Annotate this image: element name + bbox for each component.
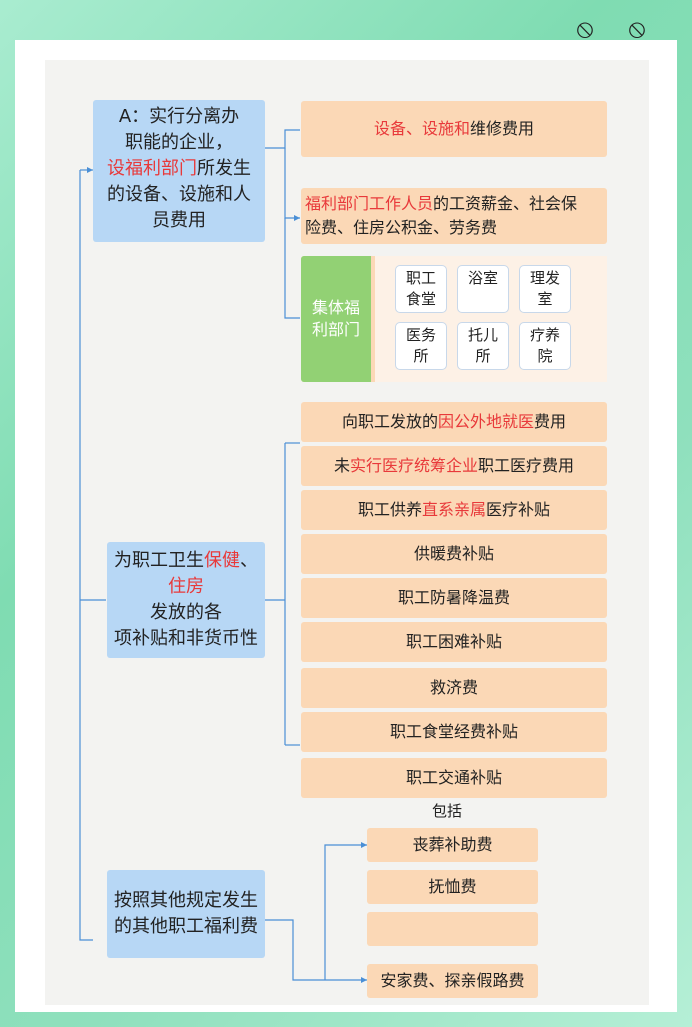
item-text: 的工资薪金、社会保 (433, 194, 578, 213)
item-blank (367, 912, 538, 946)
item-text: 费用 (534, 412, 567, 431)
item-equipment-fee: 设备、设施和维修费用 (301, 101, 607, 157)
highlight-text: 因公外地就医 (437, 412, 534, 431)
category-box-subsidies: 为职工卫生保健、 住房 发放的各 项补贴和非货币性 (107, 542, 265, 658)
item-text: 职工防暑降温费 (397, 588, 510, 607)
circle-arrow-icon[interactable]: ⦸ (628, 14, 646, 44)
dept-clinic: 医务所 (395, 322, 447, 370)
department-label-text: 集体福利部门 (312, 298, 361, 339)
branch3-caption: 包括 (431, 802, 462, 820)
category-line: A：实行分离办 (118, 106, 240, 127)
subsidy-item: 向职工发放的因公外地就医费用 (301, 402, 607, 442)
item-text: 维修费用 (470, 119, 535, 138)
category-line: 项补贴和非货币性 (114, 628, 258, 649)
dept-canteen: 职工食堂 (395, 265, 447, 313)
item-text: 职工供养 (357, 500, 422, 519)
subsidy-item: 救济费 (301, 668, 607, 708)
dept-sanatorium: 疗养院 (519, 322, 571, 370)
subsidy-item: 职工防暑降温费 (301, 578, 607, 618)
subsidy-item: 职工交通补贴 (301, 758, 607, 798)
highlight-text: 设施和 (421, 119, 470, 138)
category-text: 所发生 (197, 158, 251, 179)
item-text: 职工食堂经费补贴 (389, 722, 518, 741)
item-text: 医疗补贴 (486, 500, 551, 519)
item-line: 福利部门工作人员的工资薪金、社会保 (305, 192, 607, 216)
item-funeral-subsidy: 丧葬补助费 (367, 828, 538, 862)
category-line: 发放的各 (150, 602, 222, 623)
highlight-text: 福利部门工作人员 (305, 194, 434, 213)
subsidy-item: 供暖费补贴 (301, 534, 607, 574)
dept-bathhouse: 浴室 (457, 265, 509, 313)
category-box-other-welfare: 按照其他规定发生 的其他职工福利费 (107, 870, 265, 958)
item-text: 职工困难补贴 (405, 632, 502, 651)
item-text: 未 (333, 456, 350, 475)
category-line: 员费用 (152, 210, 206, 231)
category-line: 的设备、设施和人 (107, 184, 251, 205)
item-pension: 抚恤费 (367, 870, 538, 904)
circle-arrow-icon[interactable]: ⦸ (576, 14, 594, 44)
category-text: 、 (240, 550, 258, 571)
category-line: 住房 (168, 576, 204, 597)
item-text: 向职工发放的 (341, 412, 438, 431)
subsidy-item: 未实行医疗统筹企业职工医疗费用 (301, 446, 607, 486)
highlight-text: 实行医疗统筹企业 (349, 456, 478, 475)
highlight-text: 保健 (204, 550, 240, 571)
dept-nursery: 托儿所 (457, 322, 509, 370)
item-text: 职工交通补贴 (405, 768, 502, 787)
subsidy-item: 职工供养直系亲属医疗补贴 (301, 490, 607, 530)
highlight-text: 设备、 (373, 119, 422, 138)
category-line: 职能的企业， (125, 132, 233, 153)
category-text: 为职工卫生 (114, 550, 204, 571)
highlight-text: 设福利部门 (107, 158, 197, 179)
item-line: 险费、住房公积金、劳务费 (305, 218, 498, 237)
category-line: 按照其他规定发生 (114, 890, 258, 911)
category-box-welfare-department: A：实行分离办 职能的企业， 设福利部门所发生 的设备、设施和人 员费用 (93, 100, 265, 242)
highlight-text: 直系亲属 (421, 500, 486, 519)
category-line: 设福利部门所发生 (93, 156, 265, 182)
subsidy-item: 职工困难补贴 (301, 622, 607, 662)
category-line: 为职工卫生保健、 (107, 548, 265, 574)
item-text: 职工医疗费用 (478, 456, 575, 475)
category-line: 的其他职工福利费 (114, 916, 258, 937)
item-staff-wages: 福利部门工作人员的工资薪金、社会保 险费、住房公积金、劳务费 (301, 188, 607, 244)
item-text: 供暖费补贴 (413, 544, 494, 563)
item-text: 救济费 (429, 678, 478, 697)
item-settlement-fee: 安家费、探亲假路费 (367, 964, 538, 998)
subsidy-item: 职工食堂经费补贴 (301, 712, 607, 752)
dept-barbershop: 理发室 (519, 265, 571, 313)
department-label: 集体福利部门 (301, 256, 371, 382)
